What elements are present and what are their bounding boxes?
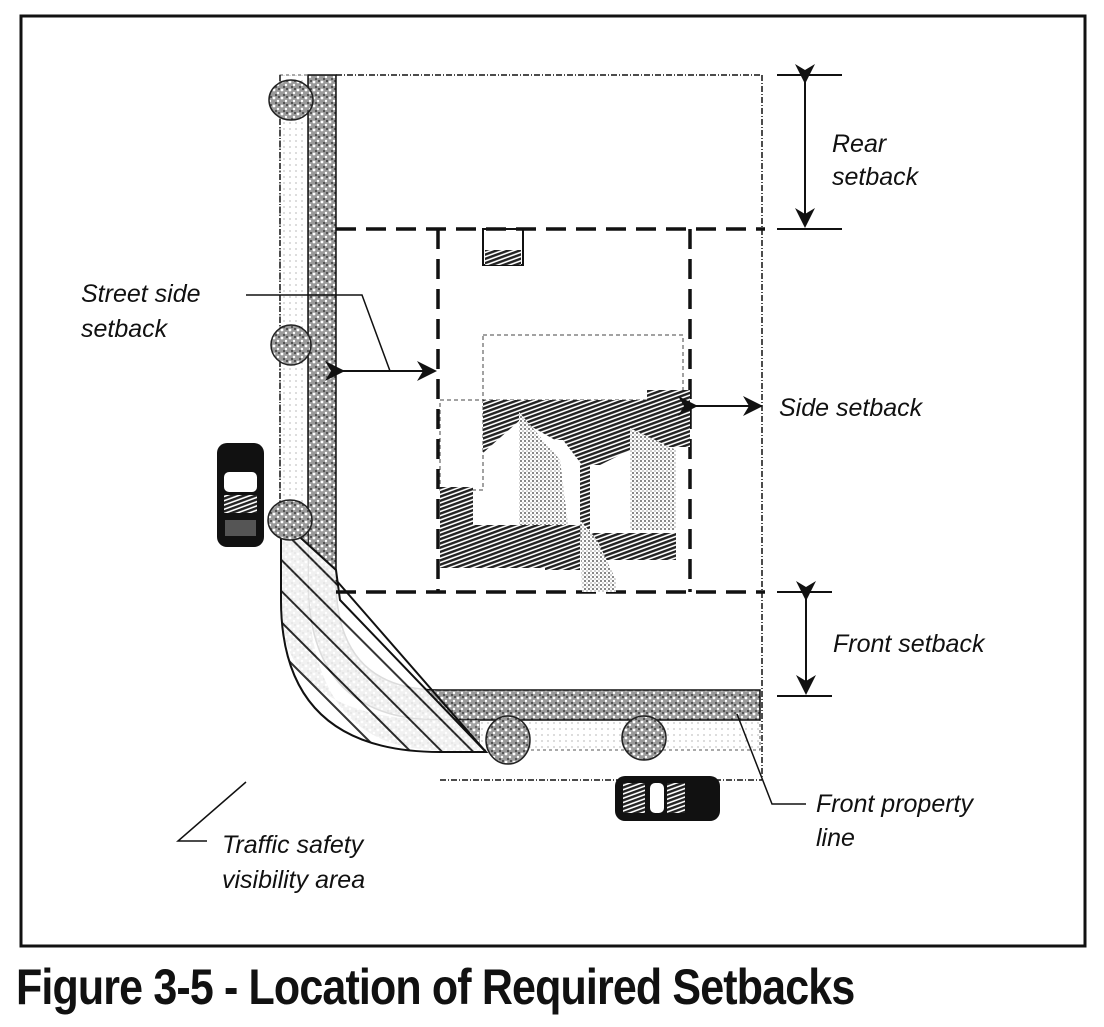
front-property-line-label-2: line [816, 824, 855, 852]
front-setback-dimension [777, 581, 832, 697]
traffic-safety-label-2: visibility area [222, 866, 365, 894]
rear-setback-label-2: setback [832, 163, 920, 191]
rear-setback-dimension [777, 64, 842, 230]
front-setback-label: Front setback [833, 630, 986, 658]
tree [270, 324, 312, 366]
figure-caption: Figure 3-5 - Location of Required Setbac… [16, 959, 855, 1015]
street-side-setback-label: Street side [81, 280, 201, 308]
traffic-safety-leader [175, 781, 247, 842]
front-property-line-label: Front property [816, 790, 975, 818]
side-setback-label: Side setback [779, 394, 924, 422]
car-left [217, 443, 264, 547]
rear-setback-label: Rear [832, 130, 888, 158]
house [439, 228, 690, 592]
tree [621, 715, 667, 761]
traffic-safety-label: Traffic safety [222, 831, 365, 859]
tree [485, 715, 531, 765]
traffic-safety-visibility-area [280, 517, 489, 753]
tree [268, 79, 314, 121]
figure-frame [19, 14, 1087, 948]
street-side-setback-label-2: setback [81, 315, 169, 343]
street-side-leader [246, 294, 391, 372]
car-bottom [615, 776, 720, 821]
tree [267, 499, 313, 541]
trees [267, 79, 667, 765]
front-property-line-leader [736, 713, 806, 805]
